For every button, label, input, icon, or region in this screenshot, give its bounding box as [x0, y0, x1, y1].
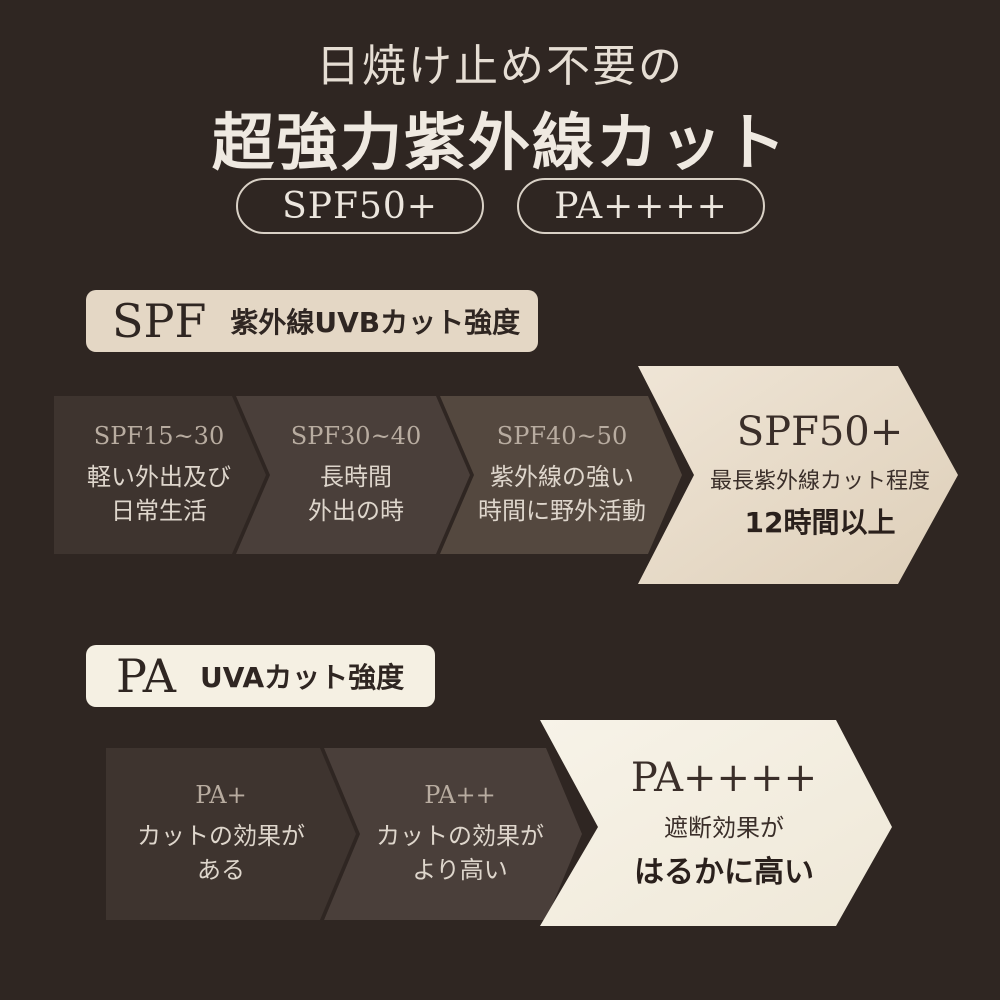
spf-step-3: SPF40~50 紫外線の強い 時間に野外活動 [462, 396, 662, 554]
pa-step-2-level: PA++ [424, 781, 496, 809]
spf-step-1-shape [54, 396, 266, 554]
pa-highlight-text: 遮断効果が [664, 814, 784, 842]
pa-step-2-text: カットの効果が より高い [376, 822, 544, 884]
pa-step-1-shape [106, 748, 356, 920]
spf-step-1-level: SPF15~30 [93, 422, 225, 450]
pa-highlight-shape [540, 720, 892, 926]
spf-section-label: SPF 紫外線UVBカット強度 [86, 290, 538, 352]
pa-step-2-shape [324, 748, 582, 920]
spf-step-3-level: SPF40~50 [496, 422, 628, 450]
pa-key: PA [116, 649, 176, 703]
pa-step-1-level: PA+ [195, 781, 247, 809]
spf-step-2-shape [236, 396, 470, 554]
pa-desc: UVAカット強度 [199, 661, 405, 694]
spf-badge: SPF50+ [236, 178, 484, 234]
pa-badge: PA++++ [517, 178, 765, 234]
pa-highlight-level: PA++++ [630, 755, 818, 801]
pa-step-2: PA++ カットの効果が より高い [350, 748, 570, 920]
spf-highlight-level: SPF50+ [736, 409, 904, 455]
spf-step-2: SPF30~40 長時間 外出の時 [256, 396, 456, 554]
page-title: 超強力紫外線カット [211, 106, 788, 179]
spf-highlight: SPF50+ 最長紫外線カット程度 12時間以上 [690, 366, 950, 584]
spf-desc: 紫外線UVBカット強度 [230, 306, 521, 339]
pa-highlight: PA++++ 遮断効果が はるかに高い [594, 720, 854, 926]
spf-key: SPF [112, 294, 207, 348]
spf-highlight-shape [638, 366, 958, 584]
spf-step-1: SPF15~30 軽い外出及び 日常生活 [54, 396, 264, 554]
spf-step-3-text: 紫外線の強い 時間に野外活動 [478, 463, 646, 525]
pa-highlight-emphasis: はるかに高い [634, 855, 814, 890]
spf-step-3-shape [440, 396, 682, 554]
pa-section-label: PA UVAカット強度 [86, 645, 435, 707]
pa-step-1: PA+ カットの効果が ある [106, 748, 336, 920]
spf-step-2-level: SPF30~40 [290, 422, 422, 450]
spf-highlight-text: 最長紫外線カット程度 [709, 469, 930, 494]
spf-highlight-emphasis: 12時間以上 [744, 506, 896, 539]
spf-step-1-text: 軽い外出及び 日常生活 [87, 463, 231, 525]
pa-step-1-text: カットの効果が ある [137, 822, 305, 884]
spf-step-2-text: 長時間 外出の時 [308, 463, 404, 525]
subtitle: 日焼け止め不要の [316, 41, 684, 92]
